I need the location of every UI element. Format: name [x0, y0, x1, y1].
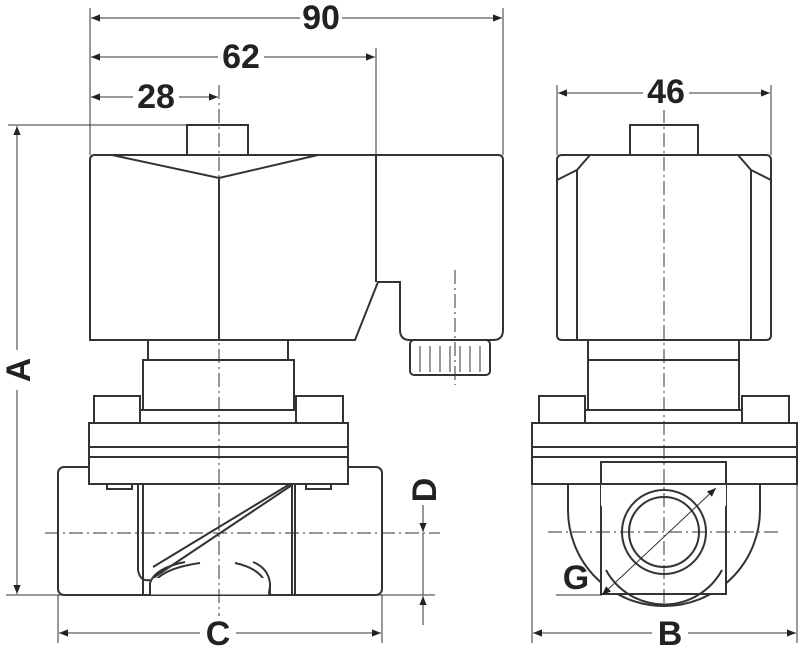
top-nut — [186, 124, 249, 156]
side-view — [531, 85, 798, 607]
dim-B: B — [658, 615, 683, 652]
bolt-head — [93, 395, 141, 424]
dim-G: G — [563, 559, 589, 597]
front-view — [45, 85, 504, 650]
dim-62: 62 — [222, 38, 260, 76]
dim-28: 28 — [137, 78, 175, 116]
dim-C: C — [206, 615, 231, 652]
dimension-labels: 90 62 28 46 A C B D G — [0, 0, 685, 652]
dim-46: 46 — [647, 73, 685, 111]
dim-D: D — [406, 478, 444, 503]
dimension-lines — [6, 8, 798, 643]
dim-90: 90 — [302, 0, 340, 37]
solenoid-coil — [89, 154, 504, 341]
dim-A: A — [0, 358, 38, 383]
bolt-head — [295, 395, 344, 424]
